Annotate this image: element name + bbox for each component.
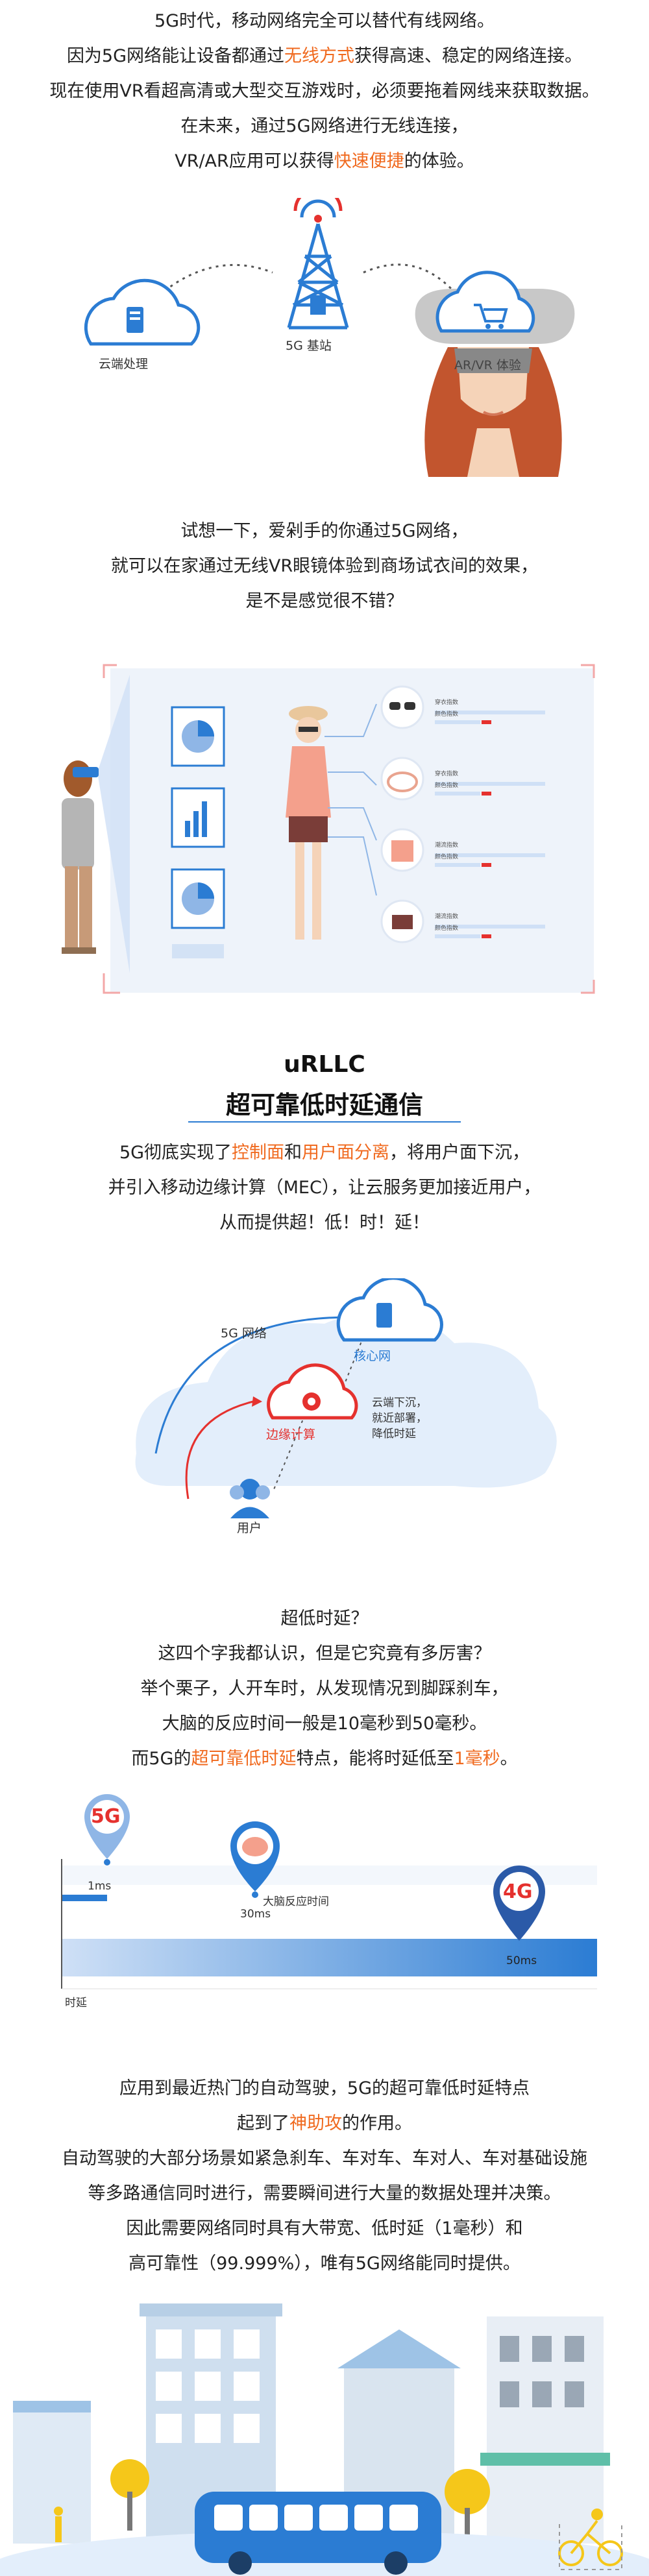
- highlight-text: 超可靠低时延: [191, 1749, 297, 1769]
- user-icon: [230, 1479, 270, 1518]
- highlight-text: 1毫秒: [454, 1749, 500, 1769]
- text-line: 应用到最近热门的自动驾驶，5G的超可靠低时延特点: [119, 2078, 530, 2098]
- item-0-label2: 颜色指数: [435, 711, 459, 718]
- edge-note-line-2: 降低时延: [372, 1428, 416, 1440]
- text-line: 自动驾驶的大部分场景如紧急刹车、车对车、车对人、车对基础设施: [62, 2148, 587, 2169]
- user-label: 用户: [237, 1521, 262, 1535]
- item-0-label1: 穿衣指数: [435, 699, 459, 706]
- tick-1ms: 1ms: [88, 1880, 112, 1893]
- analytics-panels: [171, 706, 225, 958]
- text-line: 起到了神助攻的作用。: [237, 2113, 412, 2133]
- pin-brain-icon: [230, 1821, 280, 1898]
- text-line: 从而提供超！低！时！延！: [219, 1213, 430, 1233]
- text-line: 超低时延？: [280, 1609, 369, 1629]
- text-line: 试想一下，爱剁手的你通过5G网络，: [180, 521, 469, 541]
- model-figure-icon: [286, 706, 331, 940]
- edge-computing-label: 边缘计算: [266, 1428, 316, 1442]
- highlight-text: 无线方式: [284, 46, 355, 66]
- cloud-processing-icon: [84, 278, 201, 346]
- section-subtitle-urllc: 超可靠低时延通信: [225, 1091, 423, 1119]
- virtual-fitting-room-illustration: [62, 664, 595, 994]
- text-line: 而5G的超可靠低时延特点，能将时延低至1毫秒。: [131, 1749, 518, 1769]
- driving-text: 应用到最近热门的自动驾驶，5G的超可靠低时延特点起到了神助攻的作用。自动驾驶的大…: [0, 2071, 649, 2281]
- item-2-label2: 颜色指数: [435, 854, 459, 860]
- item-2-label1: 潮流指数: [435, 842, 459, 849]
- section-title-urllc: uRLLC: [284, 1051, 365, 1078]
- highlight-text: 控制面: [232, 1143, 285, 1163]
- text-line: 这四个字我都认识，但是它究竟有多厉害？: [158, 1644, 491, 1664]
- text-line: 举个栗子，人开车时，从发现情况到脚踩刹车，: [140, 1679, 509, 1699]
- vr-headset-girl-illustration: [415, 271, 575, 477]
- text-line: 等多路通信同时进行，需要瞬间进行大量的数据处理并决策。: [88, 2183, 561, 2204]
- tick-30ms: 30ms: [240, 1908, 271, 1921]
- base-station-tower-icon: [287, 198, 349, 330]
- text-line: 大脑的反应时间一般是10毫秒到50毫秒。: [162, 1714, 487, 1734]
- pin-5g-label: 5G: [91, 1805, 121, 1828]
- item-3-label2: 颜色指数: [435, 925, 459, 932]
- edge-note-line-0: 云端下沉，: [372, 1396, 427, 1409]
- pin-5g-icon: [84, 1794, 130, 1865]
- text-line: 高可靠性（99.999%），唯有5G网络能同时提供。: [129, 2254, 520, 2274]
- edge-computing-diagram: [135, 1278, 557, 1518]
- item-list: 穿衣指数 颜色指数 穿衣指数 颜色指数 潮流指数 颜色指数 潮流指数 颜色指数: [435, 698, 565, 970]
- item-3-label1: 潮流指数: [435, 914, 459, 920]
- base-station-label: 5G 基站: [286, 339, 332, 353]
- city-autonomous-driving-illustration: [0, 2297, 649, 2576]
- core-network-label: 核心网: [354, 1349, 391, 1363]
- shopping-text: 试想一下，爱剁手的你通过5G网络， 就可以在家通过无线VR眼镜体验到商场试衣间的效…: [0, 514, 649, 619]
- latency-text: 超低时延？ 这四个字我都认识，但是它究竟有多厉害？ 举个栗子，人开车时，从发现情况到…: [0, 1601, 649, 1777]
- text-line: 因为5G网络能让设备都通过无线方式获得高速、稳定的网络连接。: [66, 46, 583, 66]
- intro-text: 5G时代，移动网络完全可以替代有线网络。因为5G网络能让设备都通过无线方式获得高…: [0, 4, 649, 179]
- highlight-text: 快速便捷: [334, 151, 404, 171]
- autonomous-bus-icon: [195, 2492, 441, 2575]
- text-line: 并引入移动边缘计算（MEC），让云服务更加接近用户，: [108, 1178, 541, 1198]
- ar-vr-label: AR/VR 体验: [454, 358, 521, 372]
- text-line: 就可以在家通过无线VR眼镜体验到商场试衣间的效果，: [110, 556, 539, 576]
- subtitle-underline: [188, 1121, 461, 1123]
- text-line: 5G时代，移动网络完全可以替代有线网络。: [154, 11, 495, 31]
- pin-4g-label: 4G: [503, 1880, 533, 1903]
- text-line: 现在使用VR看超高清或大型交互游戏时，必须要拖着网线来获取数据。: [49, 81, 600, 101]
- text-line: VR/AR应用可以获得快速便捷的体验。: [175, 151, 474, 171]
- edge-note: 云端下沉， 就近部署， 降低时延: [372, 1395, 427, 1442]
- highlight-text: 神助攻: [289, 2113, 342, 2133]
- network-label: 5G 网络: [221, 1326, 267, 1341]
- item-1-label2: 颜色指数: [435, 783, 459, 789]
- tick-50ms: 50ms: [506, 1954, 537, 1967]
- text-line: 在未来，通过5G网络进行无线连接，: [180, 116, 469, 136]
- cyclist-icon: [558, 2509, 623, 2570]
- text-line: 5G彻底实现了控制面和用户面分离，将用户面下沉，: [119, 1143, 530, 1163]
- urllc-text: 5G彻底实现了控制面和用户面分离，将用户面下沉， 并引入移动边缘计算（MEC），让…: [0, 1136, 649, 1241]
- text-line: 因此需要网络同时具有大带宽、低时延（1毫秒）和: [126, 2218, 523, 2239]
- latency-timeline: [61, 1794, 597, 1989]
- brain-reaction-label: 大脑反应时间: [263, 1895, 329, 1908]
- pedestrian-icon: [54, 2507, 63, 2542]
- core-network-icon: [336, 1278, 443, 1342]
- text-line: 是不是感觉很不错？: [245, 591, 404, 611]
- item-icons: [380, 685, 424, 943]
- pin-4g-icon: [493, 1865, 545, 1941]
- axis-name: 时延: [65, 1997, 87, 2010]
- network-diagram: [84, 198, 575, 477]
- woman-with-vr-icon: [62, 760, 99, 954]
- item-1-label1: 穿衣指数: [435, 771, 459, 777]
- edge-computing-icon: [267, 1363, 358, 1420]
- edge-note-line-1: 就近部署，: [372, 1412, 427, 1425]
- cloud-processing-label: 云端处理: [99, 357, 149, 371]
- highlight-text: 用户面分离: [302, 1143, 390, 1163]
